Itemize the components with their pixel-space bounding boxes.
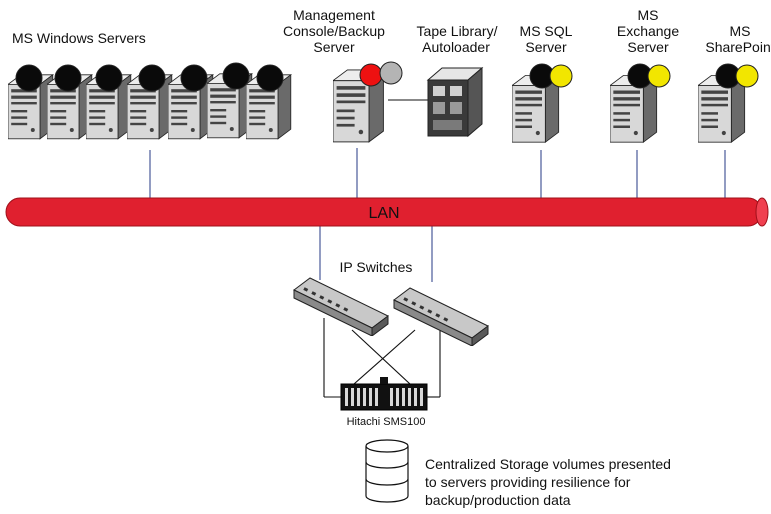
ip-switches-label: IP Switches bbox=[340, 259, 413, 275]
sharepoint-label-line1: MS bbox=[730, 23, 751, 39]
exchange-label-line1: MS bbox=[638, 7, 659, 23]
windows-servers-label: MS Windows Servers bbox=[12, 30, 146, 46]
management-label-line1: Management bbox=[293, 7, 375, 23]
status-gray-indicator bbox=[379, 61, 403, 85]
ip-switch-right bbox=[393, 287, 489, 346]
windows-servers-group bbox=[8, 62, 292, 140]
lan-bus: LAN bbox=[5, 197, 769, 227]
sql-server bbox=[512, 63, 573, 143]
status-yellow-indicator bbox=[549, 64, 573, 88]
storage-description-line3: backup/production data bbox=[425, 492, 571, 508]
tape-library-label-line2: Autoloader bbox=[422, 39, 490, 55]
windows-server-icon bbox=[47, 64, 93, 140]
windows-server-icon bbox=[246, 64, 292, 140]
exchange-label-line3: Server bbox=[627, 39, 669, 55]
management-server bbox=[333, 61, 430, 143]
status-yellow-indicator bbox=[735, 64, 759, 88]
sql-server-label-line2: Server bbox=[525, 39, 567, 55]
ip-switch-left bbox=[293, 277, 389, 336]
management-label-line3: Server bbox=[313, 39, 355, 55]
tape-library-icon bbox=[426, 66, 484, 138]
lan-connectors bbox=[149, 148, 726, 282]
status-yellow-indicator bbox=[647, 64, 671, 88]
windows-server-icon bbox=[168, 64, 214, 140]
sharepoint-label-line2: SharePoint bbox=[705, 39, 771, 55]
storage-device-label: Hitachi SMS100 bbox=[347, 416, 426, 428]
windows-server-icon bbox=[8, 64, 54, 140]
lan-label: LAN bbox=[368, 205, 399, 222]
windows-server-icon bbox=[127, 64, 173, 140]
management-label-line2: Console/Backup bbox=[283, 23, 385, 39]
storage-array-icon bbox=[340, 377, 428, 411]
sharepoint-server bbox=[698, 63, 759, 143]
exchange-label-line2: Exchange bbox=[617, 23, 679, 39]
storage-description-line1: Centralized Storage volumes presented bbox=[425, 456, 671, 472]
sql-server-label-line1: MS SQL bbox=[520, 23, 573, 39]
disk-stack-icon bbox=[365, 439, 409, 503]
switch-cabling bbox=[323, 318, 441, 398]
storage-description-line2: to servers providing resilience for bbox=[425, 474, 631, 490]
exchange-server bbox=[610, 63, 671, 143]
status-red-indicator bbox=[359, 63, 383, 87]
tape-library-label-line1: Tape Library/ bbox=[417, 23, 498, 39]
windows-server-icon bbox=[207, 62, 253, 139]
windows-server-icon bbox=[86, 64, 132, 140]
